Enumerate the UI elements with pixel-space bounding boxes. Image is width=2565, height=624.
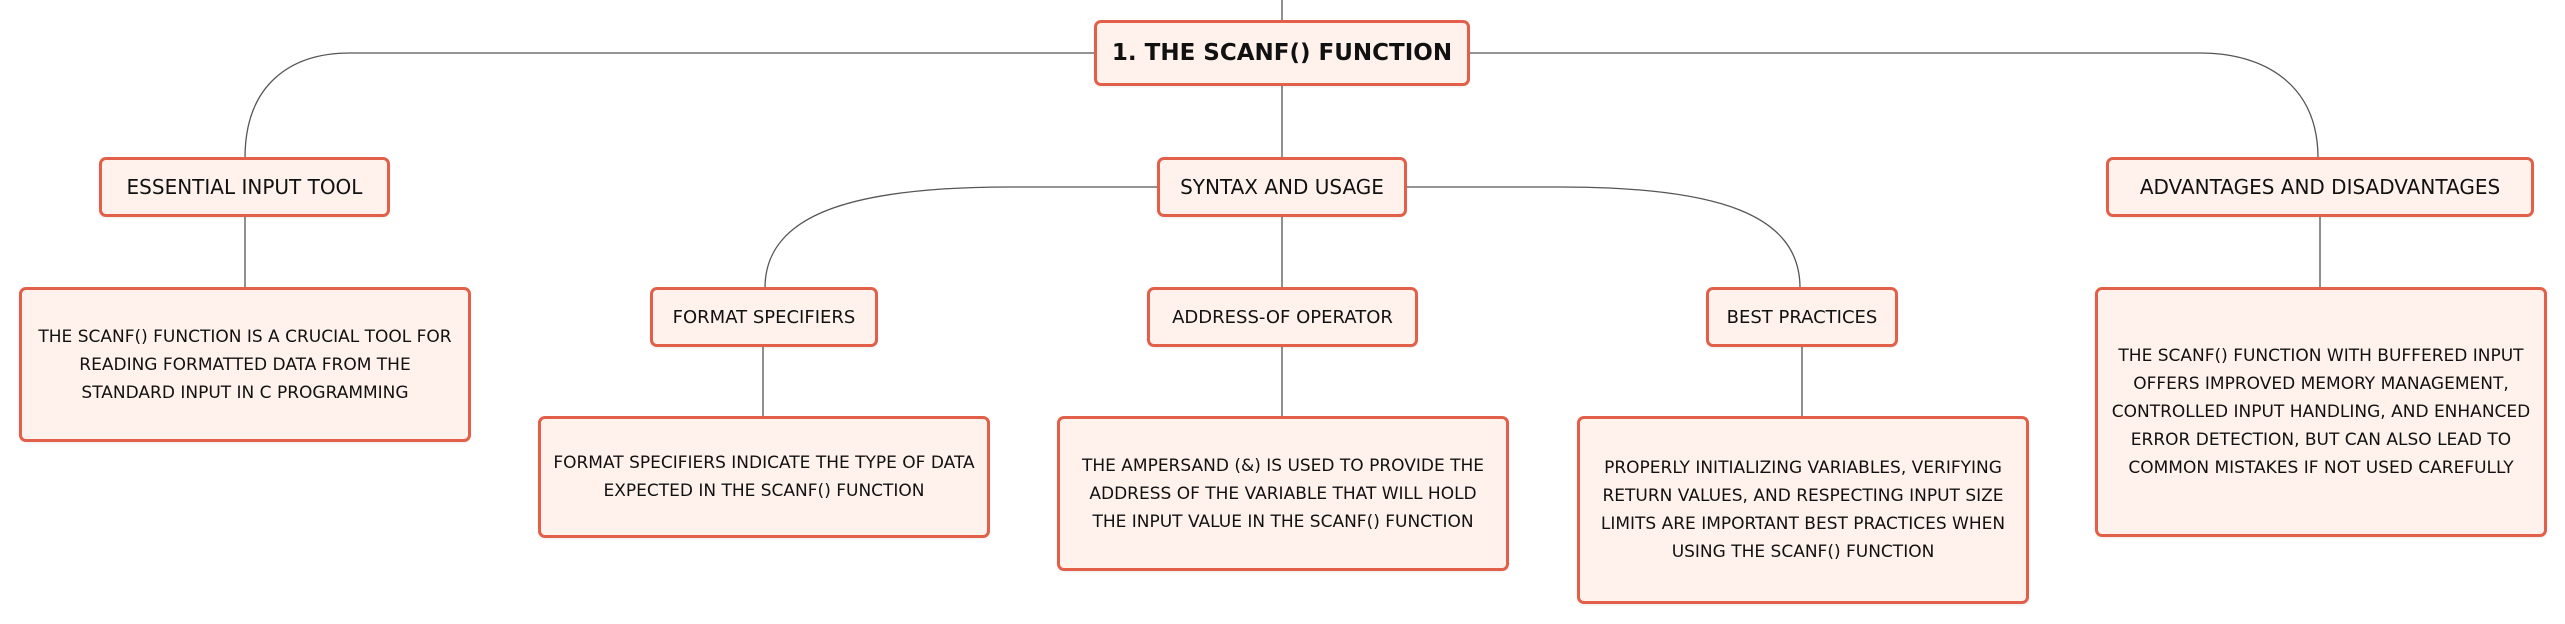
root-node[interactable]: 1. THE SCANF() FUNCTION	[1094, 20, 1470, 86]
description-text: PROPERLY INITIALIZING VARIABLES, VERIFYI…	[1600, 458, 2006, 562]
description-node-format-specifiers[interactable]: FORMAT SPECIFIERS INDICATE THE TYPE OF D…	[538, 416, 990, 538]
description-text: FORMAT SPECIFIERS INDICATE THE TYPE OF D…	[553, 453, 975, 501]
subbranch-label: ADDRESS-OF OPERATOR	[1172, 306, 1393, 328]
branch-label: ADVANTAGES AND DISADVANTAGES	[2139, 175, 2501, 199]
branch-node-syntax-and-usage[interactable]: SYNTAX AND USAGE	[1157, 157, 1407, 217]
description-node-essential-input-tool[interactable]: THE SCANF() FUNCTION IS A CRUCIAL TOOL F…	[19, 287, 471, 442]
subbranch-node-format-specifiers[interactable]: FORMAT SPECIFIERS	[650, 287, 878, 347]
branch-node-advantages-and-disadvantages[interactable]: ADVANTAGES AND DISADVANTAGES	[2106, 157, 2534, 217]
description-node-advantages-and-disadvantages[interactable]: THE SCANF() FUNCTION WITH BUFFERED INPUT…	[2095, 287, 2547, 537]
subbranch-label: FORMAT SPECIFIERS	[672, 306, 856, 328]
connector-root-advantages	[1470, 52, 2319, 159]
description-node-best-practices[interactable]: PROPERLY INITIALIZING VARIABLES, VERIFYI…	[1577, 416, 2029, 604]
subbranch-node-address-of-operator[interactable]: ADDRESS-OF OPERATOR	[1147, 287, 1418, 347]
description-node-address-of-operator[interactable]: THE AMPERSAND (&) IS USED TO PROVIDE THE…	[1057, 416, 1509, 571]
branch-node-essential-input-tool[interactable]: ESSENTIAL INPUT TOOL	[99, 157, 390, 217]
connector-syntax-best	[1406, 186, 1801, 289]
branch-label: ESSENTIAL INPUT TOOL	[126, 175, 363, 199]
description-text: THE AMPERSAND (&) IS USED TO PROVIDE THE…	[1081, 455, 1485, 532]
description-text: THE SCANF() FUNCTION WITH BUFFERED INPUT…	[2111, 346, 2531, 478]
connector-syntax-format	[764, 186, 1158, 289]
subbranch-node-best-practices[interactable]: BEST PRACTICES	[1706, 287, 1898, 347]
connector-root-essential	[244, 52, 1096, 159]
root-label: 1. THE SCANF() FUNCTION	[1111, 40, 1453, 66]
subbranch-label: BEST PRACTICES	[1726, 306, 1878, 328]
description-text: THE SCANF() FUNCTION IS A CRUCIAL TOOL F…	[38, 326, 452, 403]
branch-label: SYNTAX AND USAGE	[1180, 175, 1384, 199]
